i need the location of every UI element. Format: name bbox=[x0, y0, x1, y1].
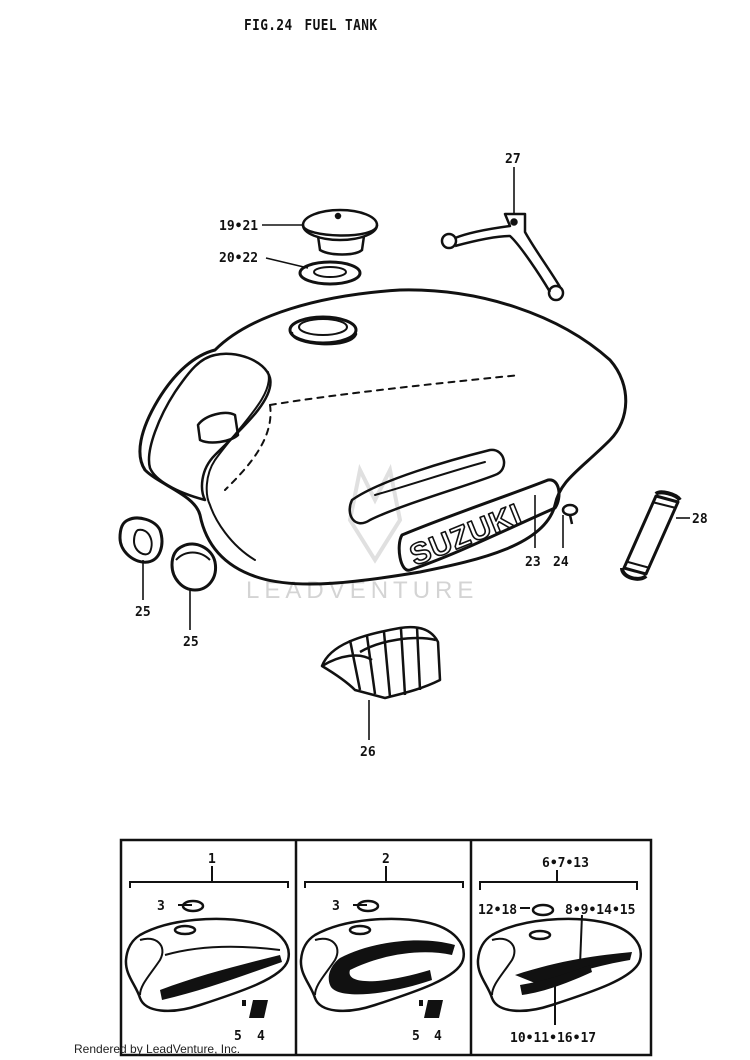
variant-1-stripe bbox=[160, 955, 282, 1000]
callout-25-left: 25 bbox=[135, 605, 151, 620]
variant-3-cap-label: 12•18 bbox=[478, 903, 517, 918]
callout-26: 26 bbox=[360, 745, 376, 760]
callout-25-right: 25 bbox=[183, 635, 199, 650]
rubber-pad bbox=[320, 625, 442, 700]
variant-2-bottom-left: 5 bbox=[412, 1029, 420, 1044]
figure-name: FUEL TANK bbox=[304, 16, 378, 34]
variant-3-header: 6•7•13 bbox=[542, 856, 589, 871]
fuel-cap bbox=[301, 208, 379, 256]
variant-2-bottom-right: 4 bbox=[434, 1029, 442, 1044]
callout-28: 28 bbox=[692, 512, 708, 527]
callout-20-22: 20•22 bbox=[219, 251, 258, 266]
variant-1-bottom-right: 4 bbox=[257, 1029, 265, 1044]
variant-1-header: 1 bbox=[208, 852, 216, 867]
footer-credit: Rendered by LeadVenture, Inc. bbox=[74, 1042, 241, 1056]
badge-screw bbox=[561, 503, 579, 525]
variant-3-stripe bbox=[515, 952, 632, 985]
tank-strap bbox=[620, 490, 682, 581]
callout-27: 27 bbox=[505, 152, 521, 167]
variant-2-header: 2 bbox=[382, 852, 390, 867]
leader-lines bbox=[142, 167, 690, 740]
cap-gasket bbox=[298, 260, 362, 286]
variant-table bbox=[119, 838, 653, 1057]
figure-number: FIG.24 bbox=[244, 16, 293, 34]
callout-23: 23 bbox=[525, 555, 541, 570]
callout-24: 24 bbox=[553, 555, 569, 570]
variant-panel-3: 6•7•13 12•18 8•9•14•15 10•11•16•17 bbox=[476, 856, 642, 1046]
variant-2-cap-label: 3 bbox=[332, 899, 340, 914]
cushion-left bbox=[118, 516, 164, 564]
variant-1-bottom-left: 5 bbox=[234, 1029, 242, 1044]
figure-title: FIG.24 FUEL TANK bbox=[244, 16, 377, 34]
tank-bracket bbox=[440, 212, 565, 302]
variant-panel-1: 1 3 5 4 bbox=[124, 852, 290, 1044]
variant-1-cap-label: 3 bbox=[157, 899, 165, 914]
cushion-right bbox=[170, 542, 218, 592]
variant-2-stripe bbox=[328, 940, 455, 995]
watermark-logo bbox=[347, 463, 403, 564]
variant-3-right-label: 8•9•14•15 bbox=[565, 903, 635, 918]
variant-panel-2: 2 3 5 4 bbox=[299, 852, 465, 1044]
variant-3-bottom-label: 10•11•16•17 bbox=[510, 1031, 596, 1046]
callout-19-21: 19•21 bbox=[219, 219, 258, 234]
fuel-tank: SUZUKI bbox=[138, 288, 628, 586]
